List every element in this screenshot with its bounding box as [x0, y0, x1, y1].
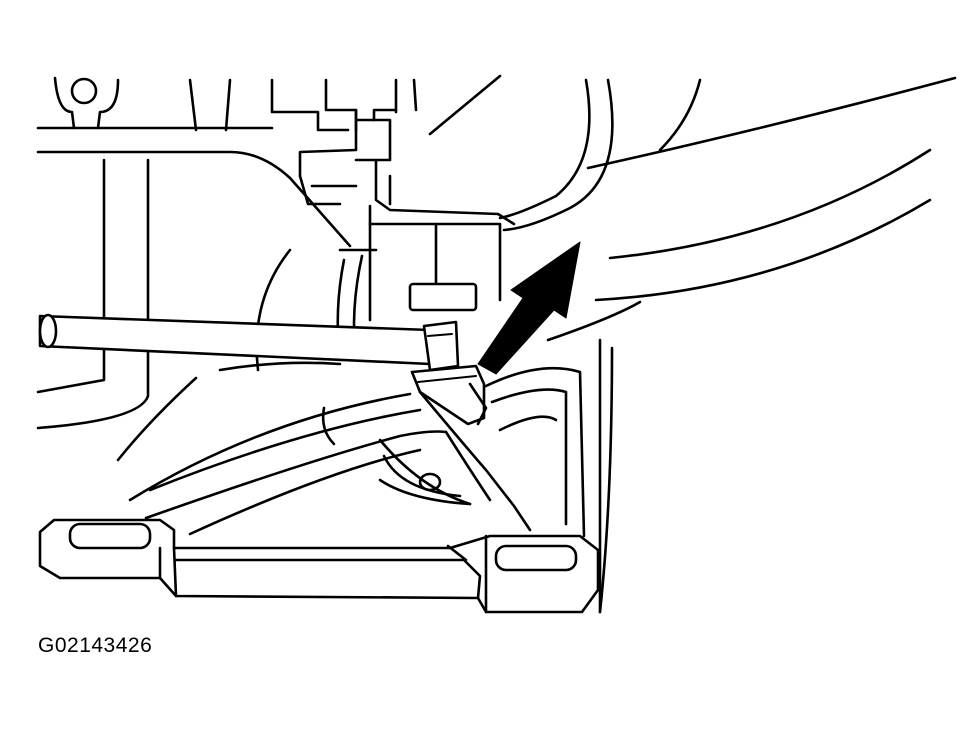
lower-mount: [116, 338, 614, 614]
engine-housing: [36, 78, 418, 248]
left-bracket: [36, 158, 150, 430]
figure-code: G02143426: [38, 634, 153, 657]
mounting-bracket: [368, 158, 516, 322]
pointer-arrow-icon: [477, 241, 581, 375]
base-plate: [38, 518, 600, 614]
lifting-eye: [53, 76, 120, 130]
callout-arrow: [477, 241, 581, 375]
vacuum-hose: [38, 313, 432, 366]
bell-housing: [428, 74, 702, 232]
frame-rails: [546, 76, 957, 342]
hose-connector: [408, 282, 478, 372]
